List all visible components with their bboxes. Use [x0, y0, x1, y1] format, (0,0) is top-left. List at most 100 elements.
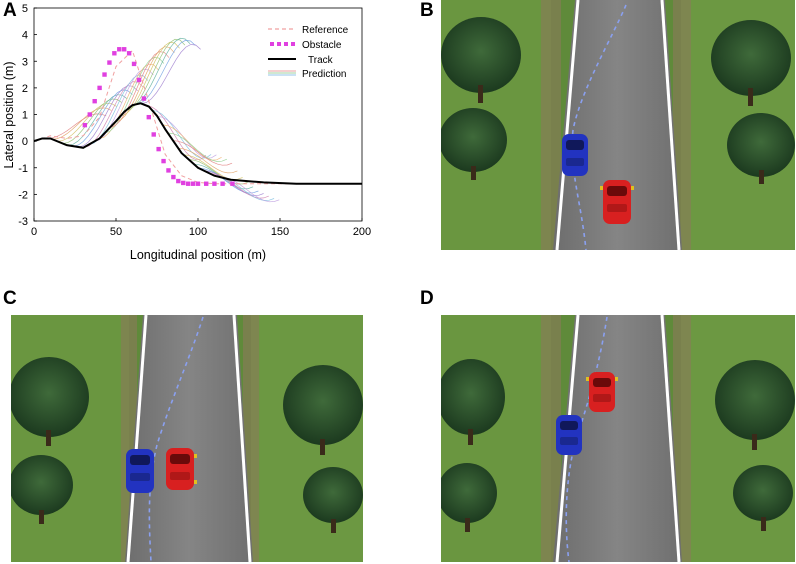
- obstacle-marker: [176, 178, 181, 184]
- series-group: [33, 47, 362, 186]
- legend-label-obstacle: Obstacle: [302, 40, 342, 51]
- prediction-line: [99, 63, 159, 139]
- prediction-line: [62, 98, 123, 144]
- red-car: [586, 372, 618, 412]
- obstacle-marker: [195, 181, 201, 186]
- y-tick-label: 0: [22, 136, 28, 148]
- red-car: [600, 180, 634, 224]
- tree: [441, 108, 507, 180]
- prediction-line: [173, 140, 233, 166]
- panel-label-b: B: [420, 0, 434, 21]
- prediction-line: [131, 37, 191, 107]
- track-line: [33, 102, 362, 185]
- obstacle-marker: [151, 132, 156, 137]
- lane-line-right: [232, 315, 252, 562]
- x-tick-label: 50: [110, 226, 122, 238]
- obstacle-marker: [171, 174, 176, 180]
- tree: [11, 455, 73, 524]
- prediction-line: [136, 39, 196, 105]
- tree: [303, 467, 363, 533]
- obstacle-marker: [156, 146, 161, 152]
- y-tick-label: -2: [18, 189, 28, 201]
- y-tick-label: 3: [22, 56, 28, 68]
- scene-b: [441, 0, 795, 250]
- road: [553, 0, 682, 250]
- prediction-line: [141, 44, 201, 105]
- path-trace: [571, 4, 627, 250]
- panel-label-d: D: [420, 288, 434, 309]
- y-tick-label: 1: [22, 110, 28, 122]
- prediction-line: [167, 132, 228, 162]
- legend-swatch-prediction: [268, 70, 296, 76]
- tree: [711, 20, 791, 106]
- x-tick-label: 0: [31, 226, 37, 238]
- road: [125, 315, 253, 562]
- obstacle-marker: [92, 98, 97, 104]
- obstacle-marker: [141, 96, 147, 101]
- obstacle-marker: [204, 181, 209, 186]
- path-trace: [565, 316, 608, 562]
- obstacle-marker: [230, 181, 235, 186]
- obstacle-marker: [185, 181, 191, 186]
- prediction-line: [73, 89, 133, 147]
- prediction-fan: [47, 37, 280, 203]
- tree: [733, 465, 793, 531]
- prediction-line: [120, 41, 180, 117]
- lane-line-left: [555, 0, 580, 250]
- obstacle-marker: [107, 60, 112, 65]
- path-trace: [148, 316, 204, 562]
- y-axis-label: Lateral position (m): [2, 62, 16, 169]
- obstacle-marker: [190, 181, 196, 186]
- reference-line: [33, 49, 362, 185]
- obstacle-marker: [161, 158, 166, 164]
- x-tick-label: 100: [189, 226, 207, 238]
- lane-line-right: [660, 0, 681, 250]
- tree: [441, 463, 497, 532]
- blue-car: [562, 134, 588, 176]
- y-tick-label: 2: [22, 83, 28, 95]
- blue-car: [126, 449, 154, 493]
- obstacle-marker: [82, 122, 88, 128]
- obstacle-marker: [136, 77, 142, 83]
- obstacle-marker: [97, 85, 102, 91]
- legend-label-prediction: Prediction: [302, 69, 346, 80]
- obstacle-marker: [122, 47, 127, 52]
- legend-label-reference: Reference: [302, 25, 349, 36]
- x-axis-label: Longitudinal position (m): [130, 248, 266, 262]
- tree: [715, 360, 795, 450]
- prediction-line: [199, 168, 259, 194]
- x-tick-label: 200: [353, 226, 371, 238]
- y-tick-label: 4: [22, 30, 28, 42]
- lane-line-right: [660, 315, 681, 562]
- obstacle-marker: [166, 168, 171, 173]
- lane-line-left: [126, 315, 148, 562]
- scene-d: [441, 315, 795, 562]
- prediction-line: [146, 105, 207, 161]
- scene-c: [11, 315, 363, 562]
- prediction-line: [178, 147, 238, 174]
- tree: [727, 113, 795, 184]
- tree: [11, 357, 89, 446]
- obstacle-marker: [146, 114, 151, 120]
- legend: Reference Obstacle Track Prediction: [268, 25, 349, 80]
- obstacle-marker: [126, 51, 132, 56]
- prediction-line: [57, 102, 117, 142]
- legend-label-track: Track: [308, 55, 334, 66]
- road-shoulder-left: [541, 0, 561, 250]
- obstacle-marker: [102, 72, 107, 77]
- panel-label-c: C: [3, 288, 17, 309]
- red-car: [166, 448, 197, 490]
- y-tick-label: -3: [18, 216, 28, 228]
- panel-label-a: A: [3, 0, 17, 21]
- obstacle-marker: [117, 47, 122, 52]
- tree: [283, 365, 363, 455]
- obstacle-marker: [131, 61, 137, 67]
- y-tick-label: 5: [22, 3, 28, 15]
- obstacle-marker: [212, 181, 217, 186]
- x-tick-label: 150: [271, 226, 289, 238]
- obstacle-marker: [220, 181, 225, 186]
- legend-swatch-obstacle: [270, 42, 295, 46]
- obstacle-marker: [112, 51, 117, 56]
